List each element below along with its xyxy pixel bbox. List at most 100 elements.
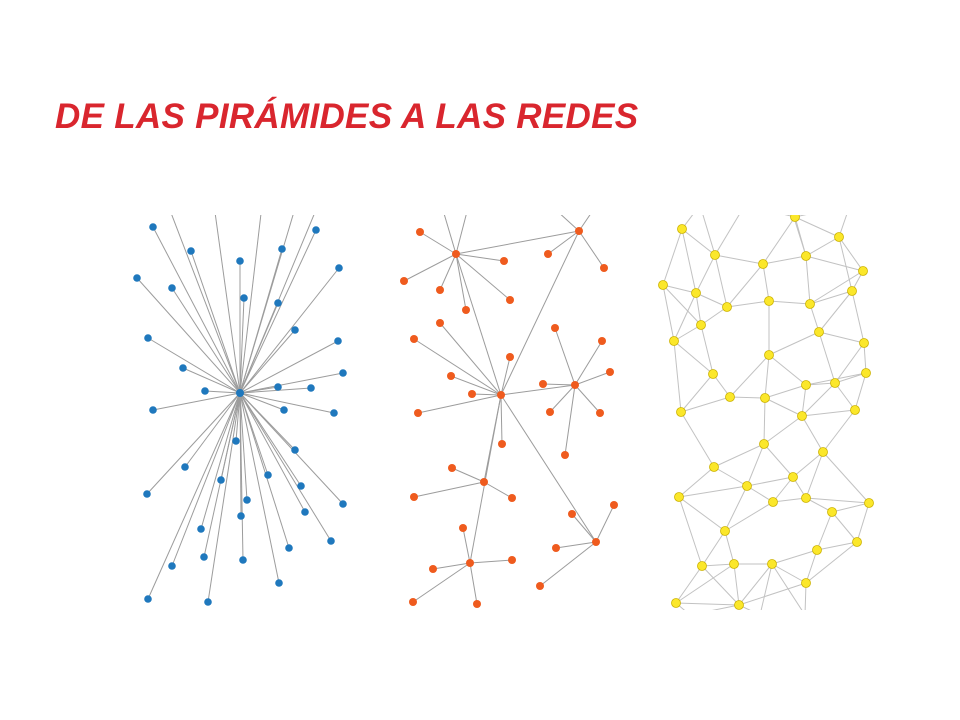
decentralized-node <box>447 372 455 380</box>
network-edge <box>678 485 748 498</box>
network-edge <box>439 253 457 291</box>
distributed-node <box>801 380 811 390</box>
network-edge <box>801 409 856 417</box>
network-edge <box>239 392 290 549</box>
network-edge <box>182 367 241 394</box>
network-edge <box>792 215 807 257</box>
decentralized-node <box>500 257 508 265</box>
centralized-node <box>330 409 338 417</box>
distributed-node <box>658 280 668 290</box>
centralized-node <box>291 446 299 454</box>
decentralized-node <box>596 409 604 417</box>
distributed-node <box>852 537 862 547</box>
network-edge <box>673 340 682 413</box>
network-edge <box>771 563 803 610</box>
decentralized-hub-node <box>575 227 583 235</box>
network-edge <box>413 481 485 498</box>
network-edge <box>483 481 513 499</box>
network-edge <box>239 267 340 394</box>
network-edge <box>834 382 856 411</box>
network-edge <box>439 322 502 396</box>
centralized-node <box>264 471 272 479</box>
centralized-edges <box>136 215 344 603</box>
network-edge <box>809 270 864 305</box>
network-edge <box>746 443 765 487</box>
network-edge <box>146 392 241 495</box>
centralized-node <box>335 264 343 272</box>
slide-title: DE LAS PIRÁMIDES A LAS REDES <box>55 97 639 136</box>
network-edge <box>701 563 735 567</box>
decentralized-edges <box>403 215 615 605</box>
network-edge <box>738 563 773 606</box>
network-edge <box>469 559 513 564</box>
decentralized-node <box>416 228 424 236</box>
network-edge <box>834 342 865 384</box>
distributed-node <box>674 492 684 502</box>
network-edge <box>675 563 735 604</box>
distributed-node <box>764 350 774 360</box>
decentralized-hub-node <box>480 478 488 486</box>
network-edge <box>792 451 824 478</box>
network-edge <box>239 392 285 411</box>
decentralized-node <box>552 544 560 552</box>
network-edge <box>818 290 853 333</box>
network-edge <box>809 303 820 333</box>
decentralized-node <box>546 408 554 416</box>
network-edge <box>838 236 864 272</box>
distributed-node <box>788 472 798 482</box>
centralized-node <box>339 500 347 508</box>
distributed-node <box>669 336 679 346</box>
network-edge <box>555 541 597 549</box>
distributed-node <box>827 507 837 517</box>
network-edge <box>239 297 245 394</box>
network-edge <box>681 215 694 230</box>
network-edge <box>805 451 824 499</box>
network-edge <box>152 392 241 411</box>
distributed-node <box>814 327 824 337</box>
centralized-node <box>237 512 245 520</box>
distributed-node <box>729 559 739 569</box>
network-edge <box>771 549 818 565</box>
distributed-node <box>864 498 874 508</box>
network-edge <box>805 255 864 272</box>
network-edge <box>680 411 715 468</box>
network-edge <box>239 392 306 513</box>
centralized-node <box>274 383 282 391</box>
centralized-node <box>181 463 189 471</box>
decentralized-node <box>598 337 606 345</box>
decentralized-node <box>459 524 467 532</box>
centralized-node <box>327 537 335 545</box>
network-edge <box>701 565 740 606</box>
network-edge <box>578 230 605 269</box>
distributed-node <box>708 369 718 379</box>
network-edge <box>500 384 576 396</box>
decentralized-nodes <box>400 227 618 608</box>
network-edge <box>595 504 615 543</box>
network-edge <box>726 263 764 308</box>
decentralized-node <box>414 409 422 417</box>
decentralized-node <box>506 296 514 304</box>
network-edge <box>571 513 597 543</box>
distributed-network <box>658 215 874 610</box>
network-edge <box>702 215 716 256</box>
network-edge <box>451 467 485 483</box>
distributed-node <box>696 320 706 330</box>
centralized-node <box>243 496 251 504</box>
decentralized-node <box>606 368 614 376</box>
network-edge <box>681 228 697 294</box>
decentralized-node <box>561 451 569 459</box>
network-edge <box>771 563 807 584</box>
network-edge <box>822 451 870 504</box>
decentralized-node <box>506 353 514 361</box>
network-edge <box>851 290 865 344</box>
centralized-node <box>334 337 342 345</box>
distributed-node <box>742 481 752 491</box>
network-edge <box>711 604 740 610</box>
network-edge <box>700 306 728 326</box>
network-edge <box>542 383 576 386</box>
centralized-node <box>197 525 205 533</box>
network-edge <box>207 392 241 603</box>
distributed-node <box>834 232 844 242</box>
decentralized-node <box>448 464 456 472</box>
